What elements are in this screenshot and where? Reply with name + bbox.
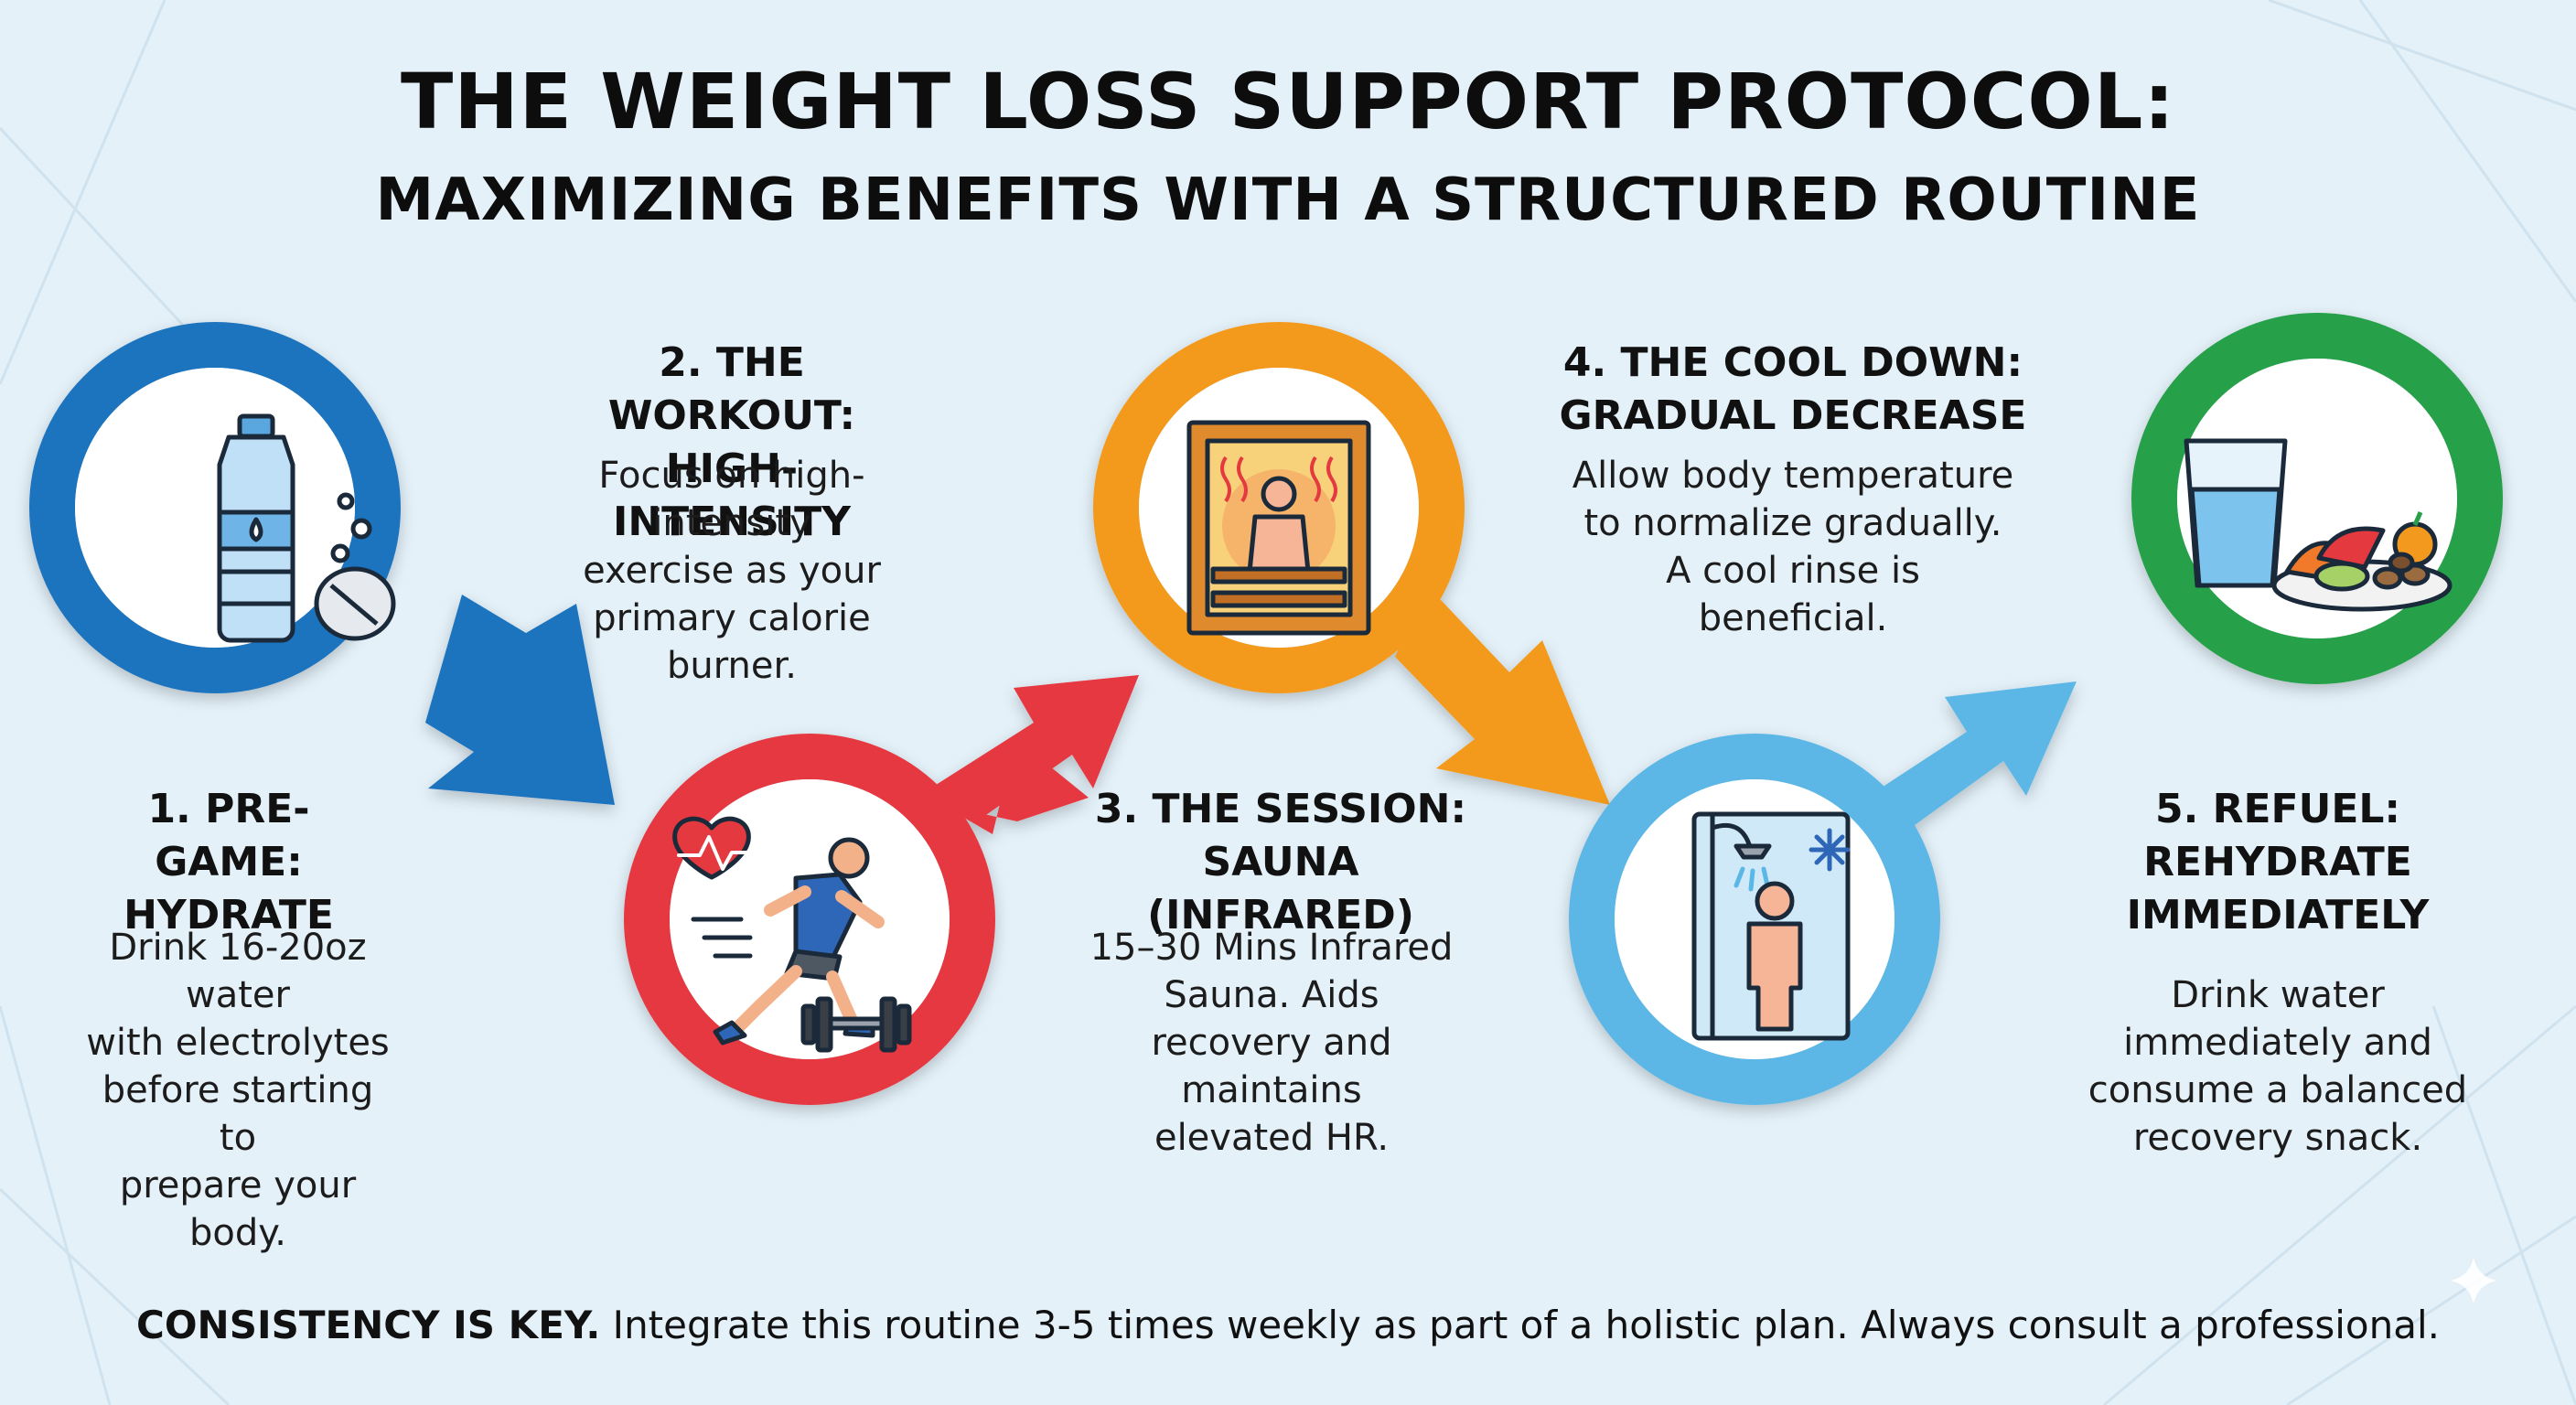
- running-athlete-with-heart-rate-and-dumbbell-icon: [672, 816, 912, 1053]
- person-in-cool-shower-icon: [1691, 811, 1851, 1041]
- water-bottle-and-electrolyte-tablet-icon: [217, 413, 396, 643]
- step-3-description: 15–30 Mins Infrared Sauna. Aids recovery…: [1089, 927, 1454, 1159]
- person-in-sauna-icon: [1186, 420, 1371, 636]
- step-1-description: Drink 16-20oz water with electrolytes be…: [86, 927, 390, 1254]
- page-subtitle: MAXIMIZING BENEFITS WITH A STRUCTURED RO…: [375, 166, 2201, 234]
- step-2-description: Focus on high-intensity exercise as your…: [583, 455, 881, 687]
- footer-text: Integrate this routine 3-5 times weekly …: [600, 1303, 2440, 1347]
- step-3-heading: 3. THE SESSION: SAUNA (INFRARED): [1094, 786, 1467, 938]
- step-4-description: Allow body temperature to normalize grad…: [1572, 455, 2014, 639]
- step-2-heading: 2. THE WORKOUT: HIGH-INTENSITY: [607, 339, 856, 545]
- footer-emphasis: CONSISTENCY IS KEY.: [136, 1303, 601, 1347]
- water-glass-and-snack-plate-icon: [2184, 438, 2453, 612]
- footer-note: CONSISTENCY IS KEY. Integrate this routi…: [0, 1303, 2576, 1347]
- step-1-heading: 1. PRE-GAME: HYDRATE: [123, 786, 334, 938]
- step-5-description: Drink water immediately and consume a ba…: [2088, 974, 2468, 1159]
- page-title: THE WEIGHT LOSS SUPPORT PROTOCOL:: [401, 57, 2175, 146]
- step-5-heading: 5. REFUEL: REHYDRATE IMMEDIATELY: [2126, 786, 2430, 938]
- step-4-heading: 4. THE COOL DOWN: GRADUAL DECREASE: [1559, 339, 2027, 439]
- sparkle-icon: [2450, 1257, 2497, 1304]
